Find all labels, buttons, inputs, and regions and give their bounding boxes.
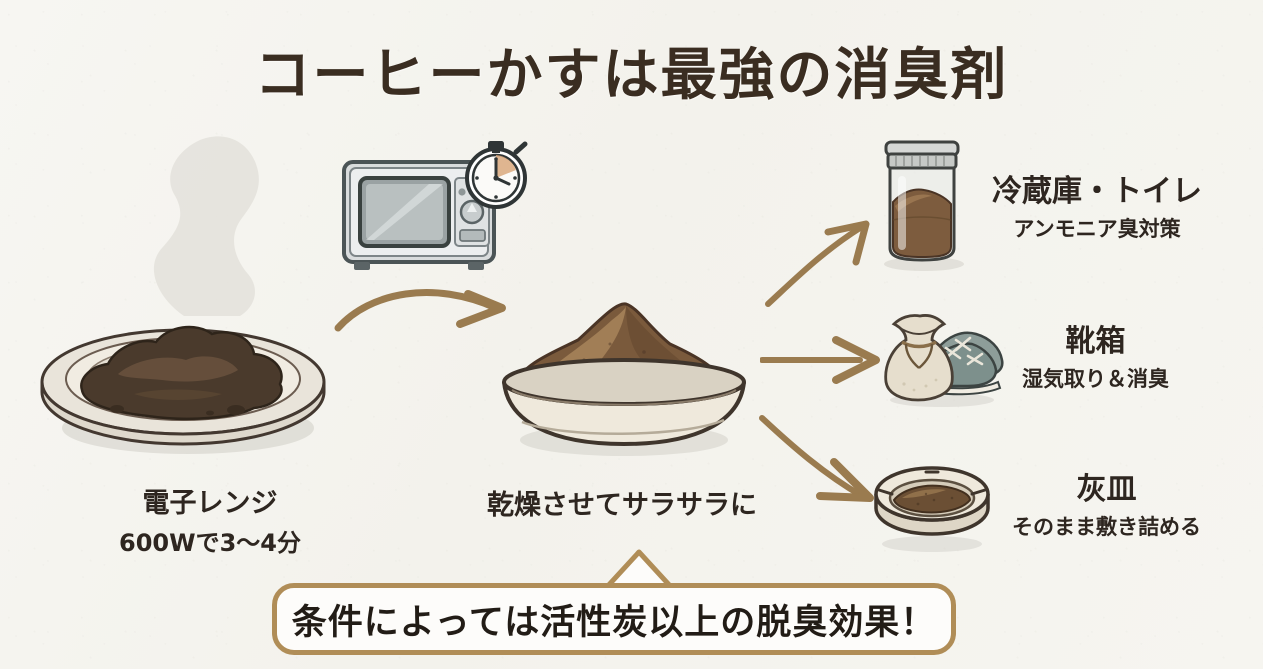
- plate-wet-grounds-icon: [38, 296, 328, 456]
- sachet-shoes-icon: [876, 296, 1008, 412]
- steam-icon: [122, 128, 302, 318]
- ashtray-icon: [866, 446, 998, 558]
- highlight-banner: 条件によっては活性炭以上の脱臭効果！: [272, 583, 956, 655]
- plate-caption-main: 電子レンジ: [142, 488, 278, 519]
- use-item-fridge: 冷蔵庫・トイレ アンモニア臭対策: [866, 132, 1202, 276]
- use-item-ashtray-title: 灰皿: [1076, 471, 1137, 507]
- use-item-shoebox: 靴箱 湿気取り＆消臭: [876, 296, 1169, 412]
- bowl-caption: 乾燥させてサラサラに: [462, 483, 782, 522]
- use-item-shoebox-subtitle: 湿気取り＆消臭: [1022, 366, 1169, 391]
- use-item-ashtray: 灰皿 そのまま敷き詰める: [866, 446, 1201, 558]
- plate-caption: 電子レンジ 600Wで3〜4分: [75, 481, 345, 558]
- use-item-fridge-text: 冷蔵庫・トイレ アンモニア臭対策: [992, 166, 1202, 243]
- arrow-down-right-icon: [758, 400, 890, 512]
- curved-arrow-icon: [330, 268, 526, 340]
- bowl-caption-main: 乾燥させてサラサラに: [487, 490, 757, 521]
- microwave-icon: [334, 140, 534, 290]
- stopwatch-icon: [465, 141, 528, 209]
- use-item-fridge-subtitle: アンモニア臭対策: [1013, 216, 1181, 241]
- highlight-banner-text: 条件によっては活性炭以上の脱臭効果！: [291, 602, 937, 643]
- use-item-ashtray-text: 灰皿 そのまま敷き詰める: [1012, 464, 1201, 541]
- arrow-up-right-icon: [764, 212, 886, 308]
- use-item-shoebox-text: 靴箱 湿気取り＆消臭: [1022, 316, 1169, 393]
- use-item-shoebox-title: 靴箱: [1065, 323, 1126, 359]
- page-title: コーヒーかすは最強の消臭剤: [254, 43, 1009, 108]
- bowl-dry-grounds-icon: [492, 282, 752, 460]
- jar-icon: [866, 132, 978, 276]
- plate-caption-sub: 600Wで3〜4分: [119, 529, 301, 557]
- use-item-fridge-title: 冷蔵庫・トイレ: [992, 173, 1202, 209]
- use-item-ashtray-subtitle: そのまま敷き詰める: [1012, 514, 1201, 539]
- arrow-right-icon: [759, 330, 890, 388]
